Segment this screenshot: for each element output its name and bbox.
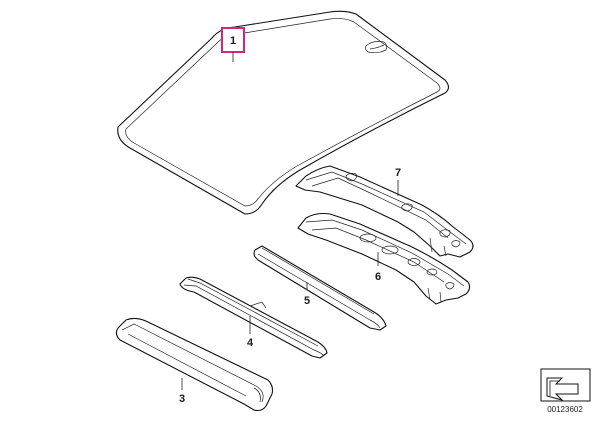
callout-1[interactable]: 1	[221, 27, 245, 62]
callout-6-label: 6	[375, 271, 381, 283]
callout-3-label: 3	[179, 393, 185, 405]
rear-reinforcement[interactable]	[297, 212, 471, 305]
callout-7[interactable]: 7	[395, 167, 401, 196]
roof-panel[interactable]	[117, 10, 450, 215]
callout-7-label: 7	[395, 167, 401, 179]
rear-upper-cross-member[interactable]	[295, 165, 474, 258]
callout-6[interactable]: 6	[375, 252, 381, 283]
center-roof-bow[interactable]	[253, 245, 387, 331]
callout-5-label: 5	[304, 295, 310, 307]
callout-5[interactable]: 5	[304, 282, 310, 307]
front-header-panel[interactable]	[115, 317, 274, 412]
front-roof-bow[interactable]	[179, 276, 328, 359]
callout-3[interactable]: 3	[179, 378, 185, 405]
callout-1-label: 1	[230, 35, 236, 47]
arrow-icon	[540, 368, 591, 402]
diagram-code: 00123602	[547, 405, 583, 414]
callout-4-label: 4	[247, 337, 254, 349]
callout-4[interactable]: 4	[247, 316, 254, 349]
